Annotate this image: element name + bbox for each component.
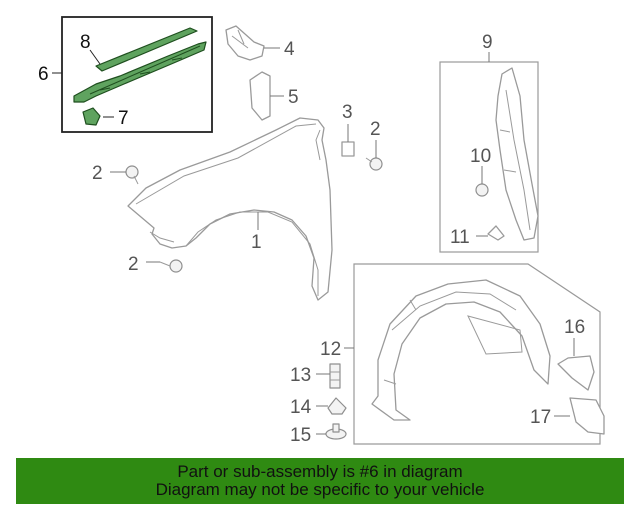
callout-15: 15 — [290, 425, 311, 446]
callout-2-lower: 2 — [128, 254, 139, 275]
part-2-bolt-left[interactable] — [125, 165, 139, 185]
part-1-fender-edge — [135, 123, 319, 296]
part-12-liner-detail — [383, 291, 523, 385]
banner-line-1: Part or sub-assembly is #6 in diagram — [177, 462, 463, 481]
callout-5: 5 — [288, 87, 299, 108]
callout-2-upper: 2 — [370, 119, 381, 140]
box-12-frame — [353, 263, 601, 445]
callout-11: 11 — [450, 227, 470, 248]
info-banner: Part or sub-assembly is #6 in diagram Di… — [16, 458, 624, 504]
part-4-bracket[interactable] — [225, 25, 265, 61]
part-2-bolt-lower[interactable] — [159, 259, 183, 273]
part-10-clip[interactable] — [475, 183, 489, 197]
assembly-6-group[interactable] — [52, 16, 213, 133]
part-2-bolt-upper[interactable] — [365, 157, 383, 171]
callout-13: 13 — [290, 365, 311, 386]
callout-14: 14 — [290, 397, 312, 418]
assembly-6-frame — [61, 16, 213, 133]
part-7-clip[interactable] — [82, 107, 101, 126]
part-6-seal-detail — [89, 45, 201, 95]
callout-9: 9 — [482, 32, 493, 53]
parts-diagram: 1 2 2 2 3 4 5 6 7 8 9 10 11 12 13 14 15 … — [38, 16, 605, 446]
callout-12: 12 — [320, 339, 341, 360]
part-1-fender[interactable] — [127, 117, 333, 301]
part-8-molding[interactable] — [95, 27, 198, 72]
part-1-fender-flange — [149, 129, 321, 243]
callout-17: 17 — [530, 407, 551, 428]
part-4-detail — [231, 29, 249, 49]
part-16-shield[interactable] — [557, 355, 595, 391]
part-11-clip[interactable] — [487, 225, 505, 241]
callout-16: 16 — [564, 317, 585, 338]
callout-8: 8 — [80, 32, 91, 53]
callout-3: 3 — [342, 102, 353, 123]
callout-4: 4 — [284, 39, 295, 60]
callout-10: 10 — [470, 146, 491, 167]
part-3-nut[interactable] — [341, 141, 355, 157]
banner-line-2: Diagram may not be specific to your vehi… — [155, 480, 485, 499]
part-12-liner[interactable] — [371, 279, 551, 421]
part-14-nut[interactable] — [327, 397, 347, 415]
part-9-protector-detail — [499, 89, 531, 231]
callout-1: 1 — [251, 232, 262, 253]
callout-6: 6 — [38, 64, 49, 85]
callout-7: 7 — [118, 108, 129, 129]
part-15-clip[interactable] — [325, 423, 347, 440]
part-5-insulator[interactable] — [249, 71, 271, 121]
part-13-bolt[interactable] — [329, 363, 341, 389]
part-17-shield[interactable] — [569, 397, 605, 435]
callout-2-left: 2 — [92, 163, 103, 184]
callout-8-leader — [89, 49, 101, 65]
